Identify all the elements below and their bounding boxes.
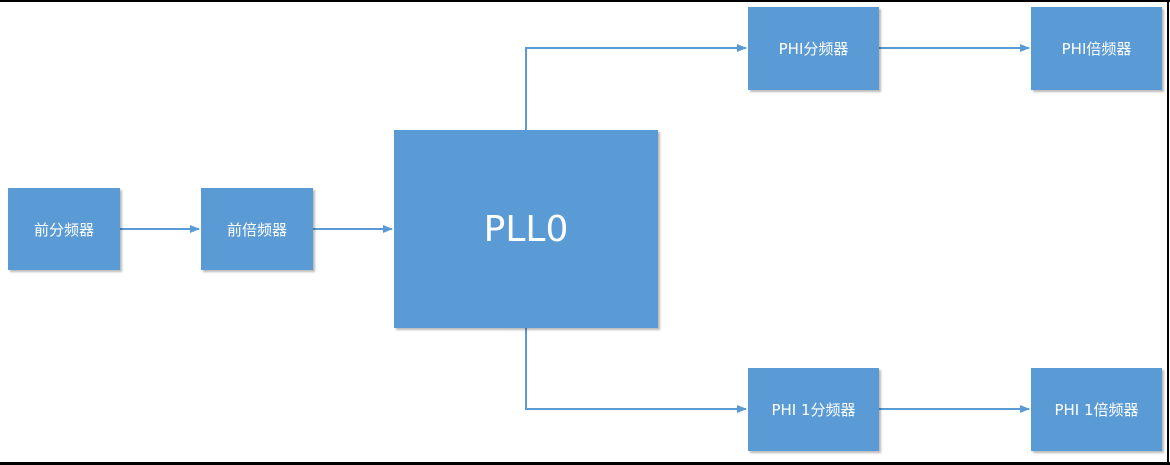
pll-node: PLL0 bbox=[394, 130, 658, 328]
phi-multiplier-node: PHI倍频器 bbox=[1031, 7, 1162, 90]
pre-divider-label: 前分频器 bbox=[33, 220, 94, 239]
frame-right-border bbox=[1167, 0, 1169, 465]
pre-divider-node: 前分频器 bbox=[8, 188, 120, 270]
phi1-multiplier-label: PHI 1倍频器 bbox=[1054, 401, 1139, 419]
frame-bottom-border bbox=[0, 462, 1170, 465]
phi1-divider-node: PHI 1分频器 bbox=[748, 368, 879, 451]
phi1-multiplier-node: PHI 1倍频器 bbox=[1031, 368, 1162, 451]
frame-top-border bbox=[0, 0, 1170, 2]
pre-multiplier-node: 前倍频器 bbox=[201, 188, 313, 270]
pre-multiplier-label: 前倍频器 bbox=[226, 220, 287, 239]
edge-pll-to-phi1-divider bbox=[525, 328, 747, 413]
phi-multiplier-label: PHI倍频器 bbox=[1061, 40, 1132, 58]
phi-divider-node: PHI分频器 bbox=[748, 7, 879, 90]
pll-label: PLL0 bbox=[483, 208, 569, 250]
edge-pll-to-phi-divider bbox=[525, 44, 747, 130]
phi1-divider-label: PHI 1分频器 bbox=[771, 401, 856, 419]
phi-divider-label: PHI分频器 bbox=[778, 40, 849, 58]
